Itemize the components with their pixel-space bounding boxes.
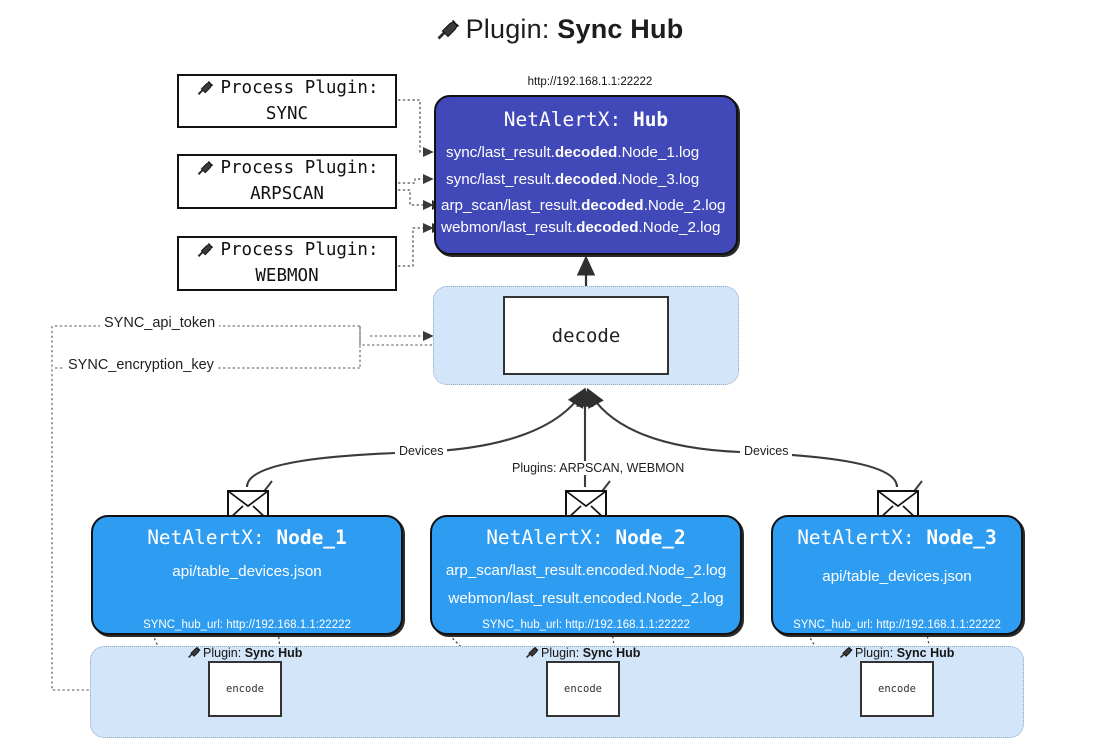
encoder1-box[interactable]: encode: [208, 661, 282, 717]
encoder2-caption-name: Sync Hub: [582, 646, 641, 660]
hub-box[interactable]: [434, 95, 738, 255]
mail-stem-1: [261, 480, 273, 495]
node2-data-line-2: webmon/last_result.encoded.Node_2.log: [448, 590, 724, 607]
edge-arpscan-to-hub: [398, 173, 434, 185]
encoder2-caption-prefix: Plugin:: [541, 646, 580, 660]
encoder2-box[interactable]: encode: [546, 661, 620, 717]
hub-log-mid: decoded: [554, 144, 618, 161]
node1-title: NetAlertX: Node_1: [91, 526, 403, 549]
hub-log-mid: decoded: [576, 219, 639, 236]
plug-icon: [838, 645, 853, 662]
plug-icon: [434, 17, 460, 48]
encoder1-caption: Plugin: Sync Hub: [186, 645, 302, 662]
node-card-node1[interactable]: [91, 515, 403, 635]
page-title-prefix: Plugin:: [465, 14, 550, 44]
encoder1-caption-name: Sync Hub: [244, 646, 303, 660]
plug-icon: [186, 645, 201, 662]
plug-icon: [195, 79, 214, 103]
hub-log-pre: sync/last_result.: [446, 171, 555, 188]
node2-title-name: Node_2: [615, 526, 686, 549]
process-plugin-name: ARPSCAN: [250, 184, 324, 204]
edge-arpscan-to-hub-2: [398, 189, 434, 211]
node1-footer: SYNC_hub_url: http://192.168.1.1:22222: [143, 619, 351, 631]
hub-log-line-1: sync/last_result.decoded.Node_1.log: [446, 144, 699, 161]
mail-stem-2: [599, 480, 611, 495]
hub-log-post: .Node_1.log: [617, 144, 700, 161]
node2-data-line-1: arp_scan/last_result.encoded.Node_2.log: [445, 562, 727, 579]
process-plugin-label: Process Plugin:: [220, 77, 379, 98]
process-plugin-name: SYNC: [265, 103, 309, 124]
secret-encryption-key-label: SYNC_encryption_key: [64, 357, 218, 373]
hub-log-line-4: webmon/last_result.decoded.Node_2.log: [441, 219, 720, 236]
encoder3-box[interactable]: encode: [860, 661, 934, 717]
node1-title-name: Node_1: [276, 526, 347, 549]
hub-log-pre: webmon/last_result.: [441, 219, 577, 236]
node2-footer: SYNC_hub_url: http://192.168.1.1:22222: [482, 619, 690, 631]
hub-title-prefix: NetAlertX:: [503, 108, 622, 131]
hub-log-mid: decoded: [581, 197, 644, 214]
hub-url-label: http://192.168.1.1:22222: [527, 76, 653, 88]
node2-title-prefix: NetAlertX:: [486, 526, 604, 549]
hub-log-pre: arp_scan/last_result.: [441, 197, 582, 214]
encoder3-caption-name: Sync Hub: [896, 646, 955, 660]
edge-label-plugins-center: Plugins: ARPSCAN, WEBMON: [508, 461, 689, 475]
hub-log-mid: decoded: [554, 171, 618, 188]
hub-log-post: .Node_3.log: [617, 171, 700, 188]
node3-footer: SYNC_hub_url: http://192.168.1.1:22222: [793, 619, 1001, 631]
node3-data-line-1: api/table_devices.json: [822, 568, 972, 585]
edge-label-devices-left: Devices: [395, 444, 448, 458]
encoder3-caption: Plugin: Sync Hub: [838, 645, 954, 662]
node1-data-line-1: api/table_devices.json: [172, 563, 322, 580]
encoder1-caption-prefix: Plugin:: [203, 646, 242, 660]
decode-box[interactable]: decode: [503, 296, 669, 375]
node2-title: NetAlertX: Node_2: [430, 526, 742, 549]
page-title-name: Sync Hub: [557, 14, 684, 44]
secret-api-token-label: SYNC_api_token: [100, 315, 220, 331]
edge-label-devices-right: Devices: [740, 444, 793, 458]
process-plugin-label: Process Plugin:: [220, 158, 379, 178]
encoder2-caption: Plugin: Sync Hub: [524, 645, 640, 662]
node3-title: NetAlertX: Node_3: [771, 526, 1023, 549]
page-title: Plugin: Sync Hub: [0, 14, 1117, 48]
node3-title-prefix: NetAlertX:: [797, 526, 915, 549]
hub-log-post: .Node_2.log: [643, 197, 726, 214]
node-card-node2[interactable]: [430, 515, 742, 635]
edge-webmon-to-hub: [398, 222, 434, 267]
hub-log-line-3: arp_scan/last_result.decoded.Node_2.log: [441, 197, 726, 214]
edge-secrets-to-bottom: [51, 326, 120, 696]
hub-log-line-2: sync/last_result.decoded.Node_3.log: [446, 171, 699, 188]
plug-icon: [195, 159, 214, 183]
hub-log-pre: sync/last_result.: [446, 144, 555, 161]
process-plugin-webmon[interactable]: Process Plugin: WEBMON: [177, 236, 397, 291]
process-plugin-label: Process Plugin:: [220, 240, 379, 260]
node-card-node3[interactable]: [771, 515, 1023, 635]
encoder3-caption-prefix: Plugin:: [855, 646, 894, 660]
edge-sync-to-hub: [398, 99, 434, 158]
process-plugin-arpscan[interactable]: Process Plugin: ARPSCAN: [177, 154, 397, 209]
hub-title-name: Hub: [632, 108, 669, 131]
plug-icon: [195, 241, 214, 265]
process-plugin-sync[interactable]: Process Plugin: SYNC: [177, 74, 397, 128]
node1-title-prefix: NetAlertX:: [147, 526, 265, 549]
mail-stem-3: [911, 480, 923, 495]
hub-title: NetAlertX: Hub: [434, 108, 738, 131]
process-plugin-name: WEBMON: [255, 266, 319, 286]
hub-log-post: .Node_2.log: [638, 219, 721, 236]
plug-icon: [524, 645, 539, 662]
node3-title-name: Node_3: [926, 526, 997, 549]
